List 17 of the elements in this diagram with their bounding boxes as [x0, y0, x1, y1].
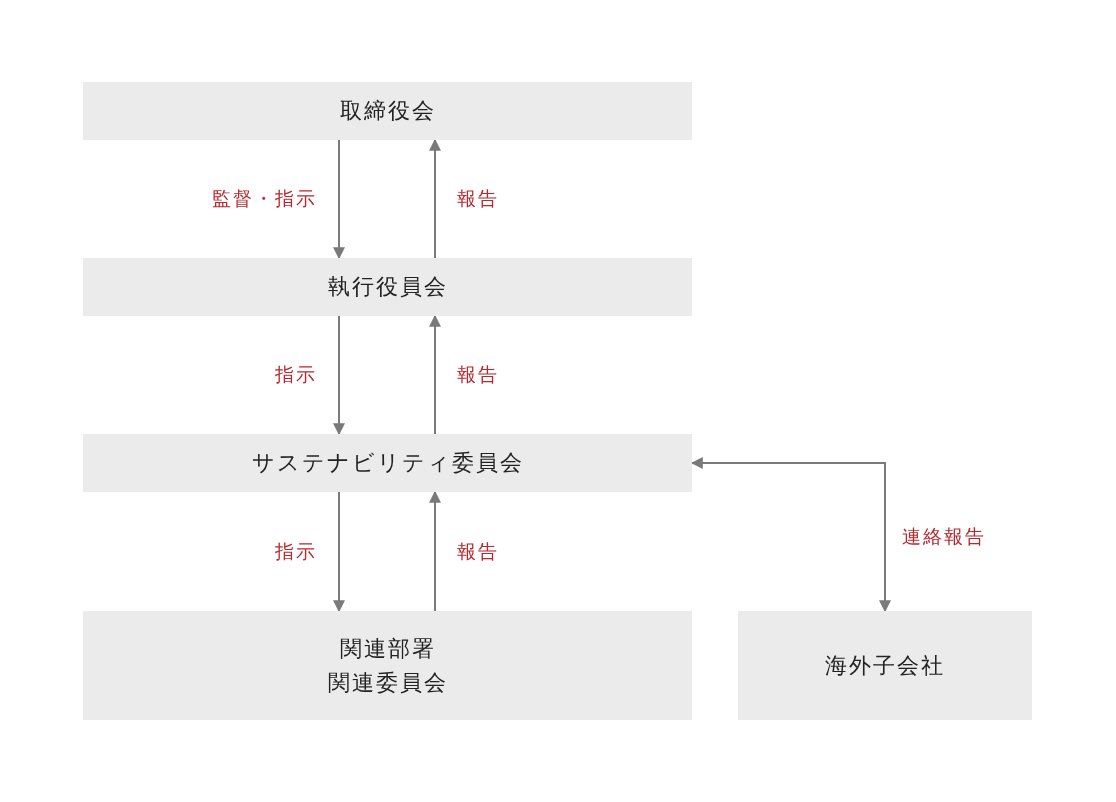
- box-title: 海外子会社: [825, 651, 945, 680]
- box-title: 関連委員会: [327, 668, 448, 697]
- organization-box: [83, 258, 692, 316]
- organization-box: [83, 611, 692, 720]
- arrow: [429, 314, 441, 435]
- organization-box: [83, 434, 692, 492]
- box-title: 関連部署: [339, 634, 436, 663]
- organization-box: [83, 82, 692, 140]
- arrow: [333, 139, 345, 260]
- box-title: 取締役会: [339, 97, 436, 125]
- arrow: [333, 315, 345, 436]
- arrow: [333, 491, 345, 613]
- arrow: [429, 490, 441, 612]
- box-title: サステナビリティ委員会: [251, 449, 524, 477]
- box-title: 執行役員会: [327, 273, 448, 301]
- arrow: [429, 138, 441, 259]
- organization-box: [738, 611, 1032, 720]
